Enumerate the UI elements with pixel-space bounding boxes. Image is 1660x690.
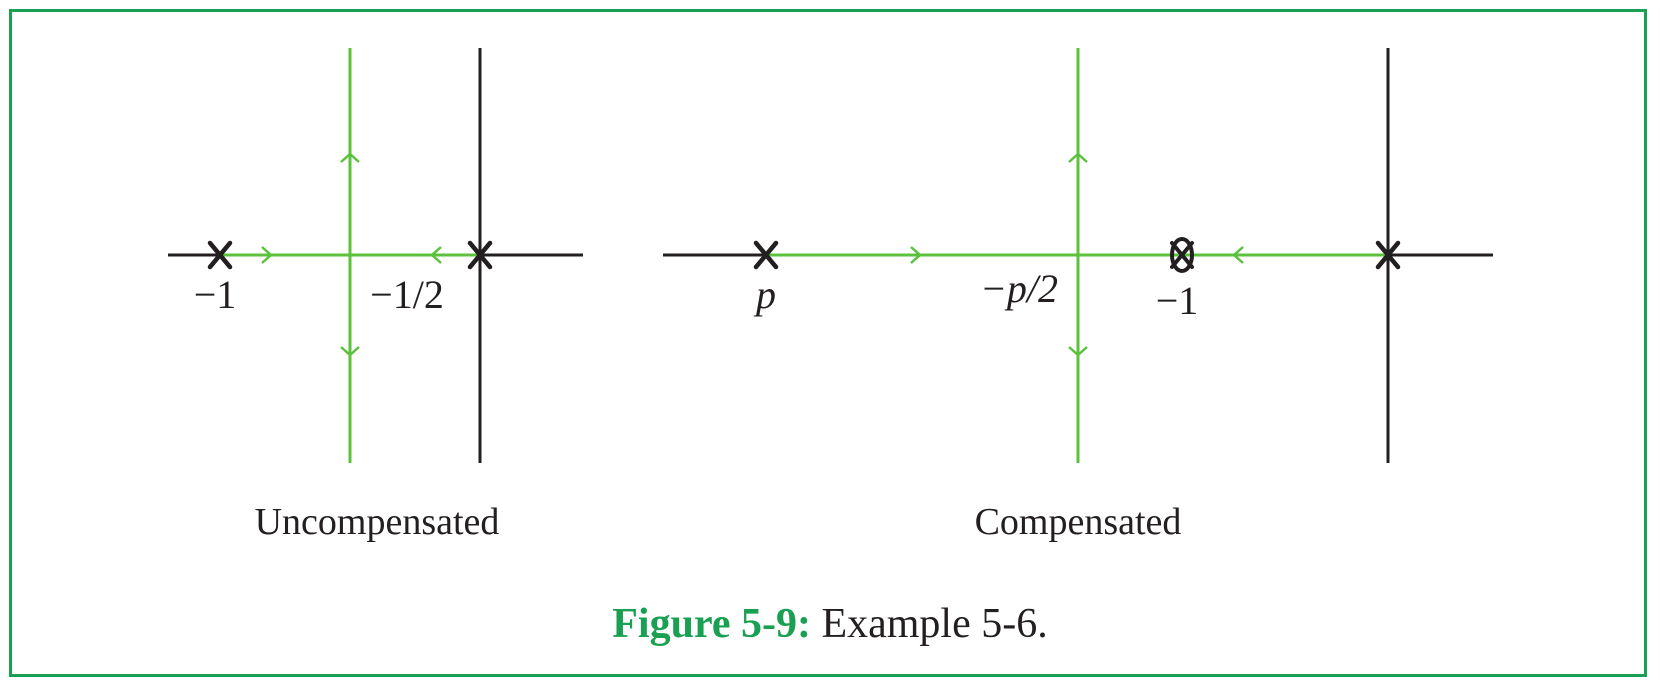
- compensated-plot: p −p/2 −1 Compensated: [663, 48, 1493, 543]
- figure-frame: [9, 9, 1647, 677]
- caption-text: Example 5-6.: [810, 601, 1048, 647]
- figure-label: Figure 5-9:: [612, 601, 811, 647]
- pole-x-icon: [753, 240, 779, 270]
- zero-label: −1: [1156, 278, 1199, 323]
- plot-title: Uncompensated: [255, 501, 500, 543]
- direction-arrow-icon: [1232, 246, 1244, 264]
- direction-arrow-icon: [261, 246, 273, 264]
- breakaway-label: −p/2: [980, 266, 1058, 311]
- direction-arrow-icon: [340, 152, 360, 163]
- direction-arrow-icon: [430, 246, 442, 264]
- direction-arrow-icon: [340, 346, 360, 357]
- pole-label: −1: [194, 272, 237, 317]
- direction-arrow-icon: [1068, 346, 1088, 357]
- pole-x-icon: [1375, 240, 1401, 270]
- pole-label: p: [753, 272, 776, 317]
- uncompensated-plot: −1 −1/2 Uncompensated: [168, 48, 583, 543]
- zero-o-icon: [1170, 237, 1194, 273]
- pole-x-icon: [207, 240, 233, 270]
- breakaway-label: −1/2: [370, 272, 444, 317]
- pole-x-icon: [467, 240, 493, 270]
- direction-arrow-icon: [910, 246, 922, 264]
- figure-caption: Figure 5-9: Example 5-6.: [0, 600, 1660, 648]
- direction-arrow-icon: [1068, 152, 1088, 163]
- plot-title: Compensated: [975, 501, 1182, 543]
